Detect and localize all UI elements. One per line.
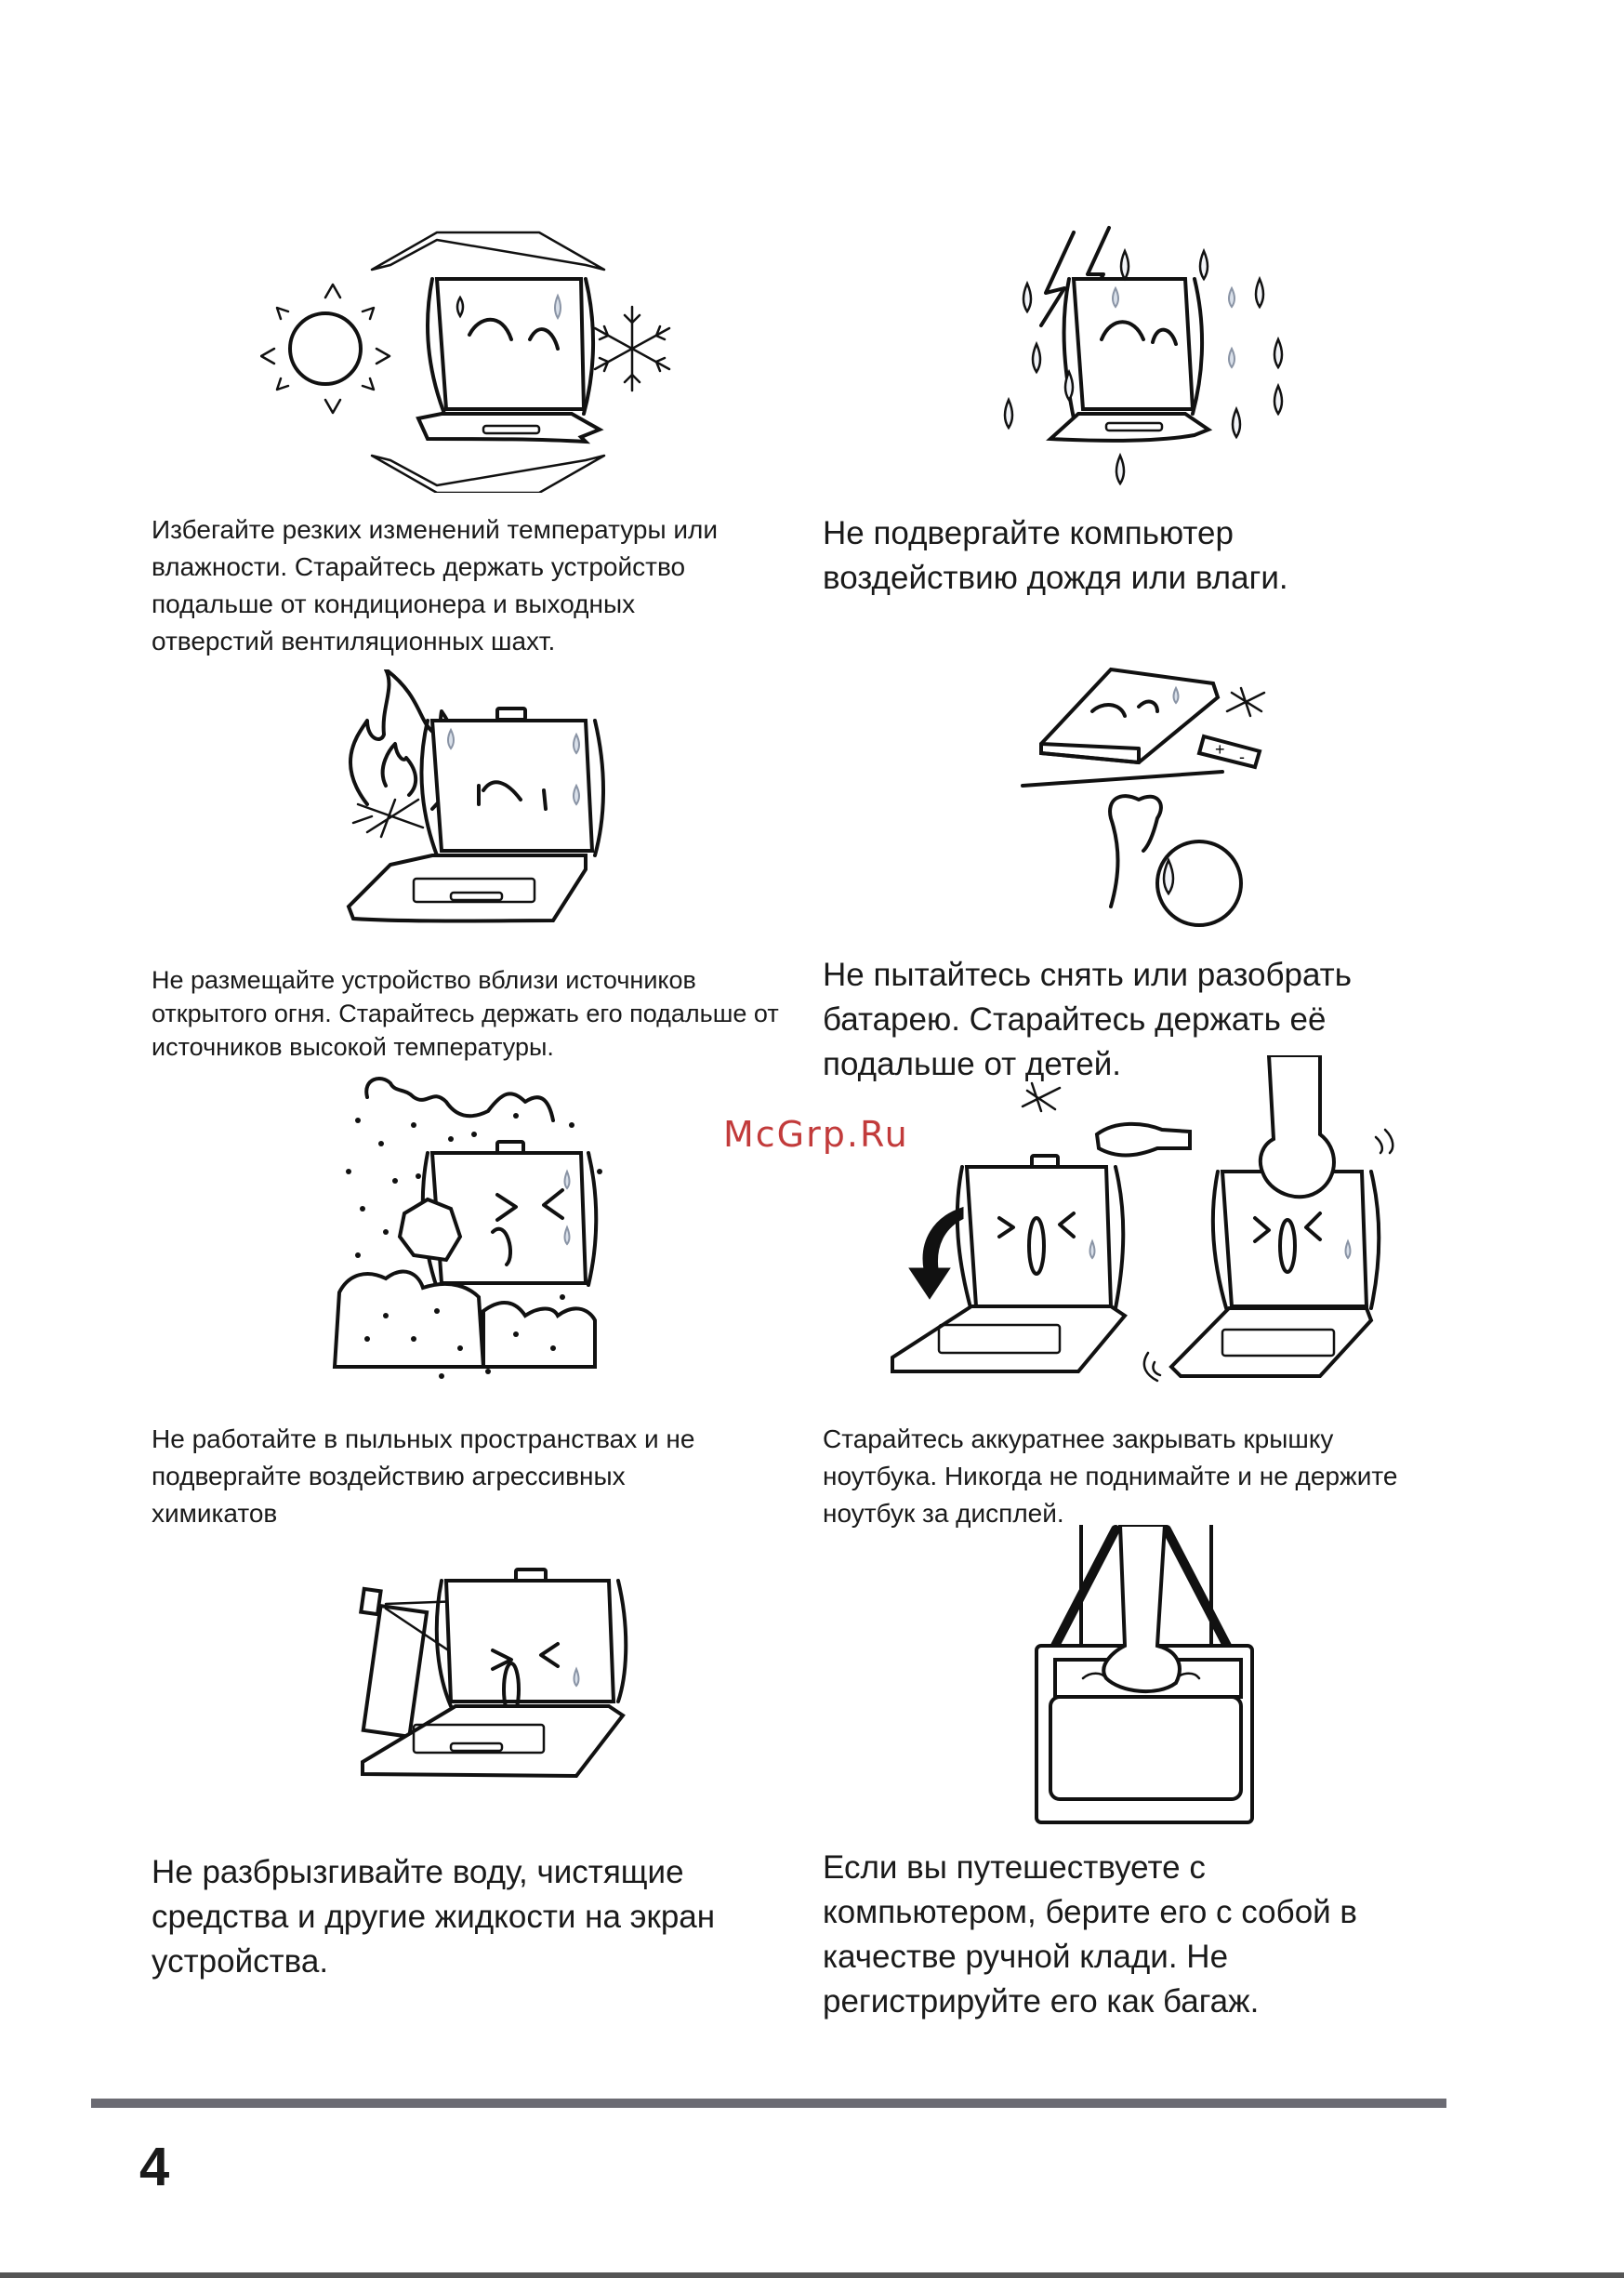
section-6-caption: Старайтесь аккуратнее закрывать крышку н…	[823, 1424, 1398, 1528]
section-8-caption: Если вы путешествуете с компьютером, бер…	[823, 1849, 1358, 2020]
section-2-caption: Не подвергайте компьютер воздействию дож…	[823, 515, 1288, 596]
watermark: McGrp.Ru	[723, 1114, 909, 1155]
lid-closing-icon	[883, 1055, 1404, 1399]
section-5-caption: Не работайте в пыльных пространствах и н…	[152, 1424, 695, 1528]
svg-text:+: +	[1215, 740, 1225, 759]
footer-rule	[91, 2099, 1446, 2108]
battery-child-icon: + -	[1018, 660, 1278, 934]
bottom-edge	[0, 2272, 1624, 2278]
fire-icon	[330, 669, 618, 925]
section-1-caption: Избегайте резких изменений температуры и…	[152, 515, 719, 656]
rain-lightning-icon	[999, 223, 1297, 493]
spray-bottle-icon	[325, 1562, 632, 1781]
travel-bag-icon	[1027, 1525, 1255, 1827]
section-4-caption: Не пытайтесь снять или разобрать батарею…	[823, 957, 1352, 1082]
svg-text:-: -	[1239, 748, 1245, 766]
section-7-caption: Не разбрызгивайте воду, чистящие средств…	[152, 1854, 716, 1980]
page-number: 4	[139, 2137, 170, 2197]
section-3-caption: Не размещайте устройство вблизи источник…	[152, 966, 779, 1061]
temperature-humidity-icon	[260, 223, 697, 493]
dust-chemicals-icon	[330, 1069, 614, 1381]
